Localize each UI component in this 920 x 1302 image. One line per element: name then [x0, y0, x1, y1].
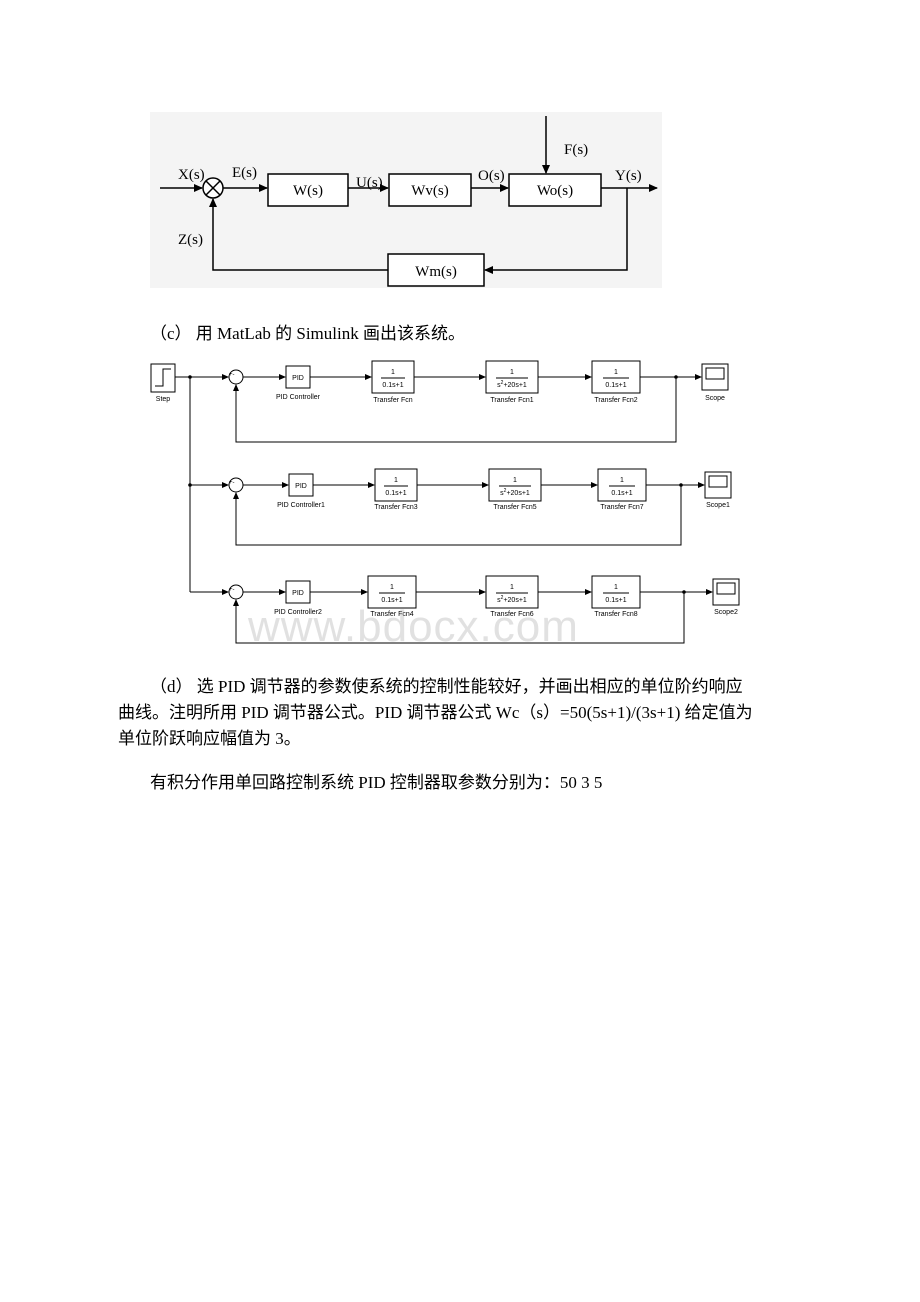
tf-label-3-2: Transfer Fcn6	[490, 611, 533, 618]
para-params: 有积分作用单回路控制系统 PID 控制器取参数分别为：50 3 5	[150, 773, 603, 792]
signal-u-label: U(s)	[356, 175, 383, 191]
tf-label-1-2: Transfer Fcn1	[490, 397, 533, 404]
watermark: www.bdocx.com	[248, 602, 579, 651]
sum-signs-1: +-	[229, 372, 235, 378]
tf-2-1-num: 1	[394, 477, 398, 484]
block-diagram-figure: X(s) E(s) U(s) O(s) F(s) Y(s) Z(s) W(s) …	[150, 112, 662, 288]
pid-block-3-text: PID	[292, 590, 304, 597]
pid-block-2-text: PID	[295, 483, 307, 490]
scope-label-1: Scope	[705, 395, 725, 402]
tf-1-3-num: 1	[614, 369, 618, 376]
signal-f-label: F(s)	[564, 142, 588, 158]
tf-1-2-den: s2+20s+1	[497, 380, 527, 389]
tf-3-1-num: 1	[390, 584, 394, 591]
tf-3-2-den: s2+20s+1	[497, 595, 527, 604]
signal-y-label: Y(s)	[615, 168, 642, 184]
signal-z-label: Z(s)	[178, 232, 203, 248]
simulink-row-1: +- PID PID Controller 1 0.1s+1 Transfer …	[190, 360, 729, 443]
block-wo-label: Wo(s)	[537, 183, 573, 199]
tf-1-2-num: 1	[510, 369, 514, 376]
pid-block-1-text: PID	[292, 375, 304, 382]
signal-x-label: X(s)	[178, 167, 205, 183]
step-label: Step	[156, 396, 171, 403]
tf-2-1-den: 0.1s+1	[385, 490, 406, 497]
tf-label-3-1: Transfer Fcn4	[370, 611, 413, 618]
tf-label-2-3: Transfer Fcn7	[600, 504, 643, 511]
para-d-line-2: 曲线。注明所用 PID 调节器公式。PID 调节器公式 Wc（s）=50(5s+…	[118, 703, 753, 722]
block-wv-label: Wv(s)	[411, 183, 449, 199]
sum-signs-2: +-	[229, 480, 235, 486]
para-d-line-3: 单位阶跃响应幅值为 3。	[118, 729, 301, 748]
pid-label-3: PID Controller2	[274, 609, 322, 616]
tf-2-2-num: 1	[513, 477, 517, 484]
tf-3-1-den: 0.1s+1	[381, 597, 402, 604]
simulink-row-2: +- PID PID Controller1 1 0.1s+1 Transfer…	[190, 468, 732, 546]
pid-label-2: PID Controller1	[277, 502, 325, 509]
tf-3-3-den: 0.1s+1	[605, 597, 626, 604]
sum-signs-3: +-	[229, 587, 235, 593]
scope-label-3: Scope2	[714, 609, 738, 616]
tf-1-1-den: 0.1s+1	[382, 382, 403, 389]
tf-2-2-den: s2+20s+1	[500, 488, 530, 497]
caption-c: （c） 用 MatLab 的 Simulink 画出该系统。	[150, 324, 465, 343]
tf-label-2-2: Transfer Fcn5	[493, 504, 536, 511]
simulink-model-figure: Step +- PID PID Con	[150, 360, 740, 644]
step-block: Step	[150, 363, 176, 403]
pid-label-1: PID Controller	[276, 394, 321, 401]
tf-3-3-num: 1	[614, 584, 618, 591]
block-wm-label: Wm(s)	[415, 264, 457, 280]
simulink-row-3: +- PID PID Controller2 1 0.1s+1 Transfer…	[190, 575, 740, 644]
signal-e-label: E(s)	[232, 165, 257, 181]
tf-1-3-den: 0.1s+1	[605, 382, 626, 389]
tf-label-1-1: Transfer Fcn	[373, 397, 413, 404]
tf-label-2-1: Transfer Fcn3	[374, 504, 417, 511]
tf-label-3-3: Transfer Fcn8	[594, 611, 637, 618]
scope-label-2: Scope1	[706, 502, 730, 509]
tf-label-1-3: Transfer Fcn2	[594, 397, 637, 404]
block-w-label: W(s)	[293, 183, 323, 199]
tf-2-3-num: 1	[620, 477, 624, 484]
signal-o-label: O(s)	[478, 168, 505, 184]
tf-2-3-den: 0.1s+1	[611, 490, 632, 497]
para-d-line-1: （d） 选 PID 调节器的参数使系统的控制性能较好，并画出相应的单位阶约响应	[150, 677, 743, 696]
tf-1-1-num: 1	[391, 369, 395, 376]
tf-3-2-num: 1	[510, 584, 514, 591]
